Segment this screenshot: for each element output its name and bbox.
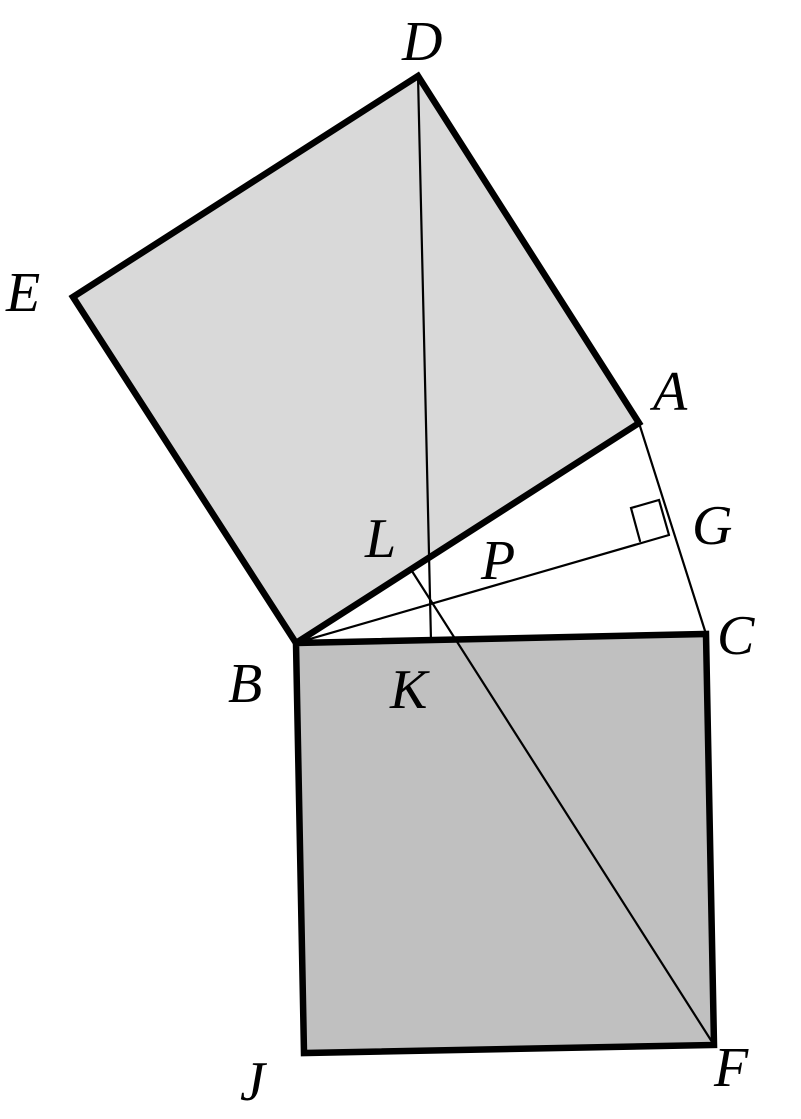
label-A: A bbox=[649, 361, 688, 423]
segment-LF bbox=[408, 566, 716, 1047]
label-P: P bbox=[480, 530, 515, 592]
segment-BG bbox=[294, 533, 671, 645]
segment-DK bbox=[416, 74, 433, 643]
square-ABDE bbox=[73, 76, 639, 643]
label-C: C bbox=[717, 605, 755, 667]
label-F: F bbox=[713, 1037, 749, 1099]
label-J: J bbox=[240, 1051, 268, 1113]
label-L: L bbox=[364, 508, 396, 570]
segment-AC bbox=[637, 421, 708, 636]
square-BCFJ-outline bbox=[292, 630, 718, 1057]
right-angle-marker bbox=[629, 498, 671, 543]
square-ABDE-outline bbox=[68, 71, 644, 648]
square-BCFJ bbox=[296, 634, 714, 1053]
label-B: B bbox=[228, 653, 262, 715]
label-E: E bbox=[5, 262, 40, 324]
label-D: D bbox=[401, 11, 442, 73]
label-K: K bbox=[389, 659, 430, 721]
label-G: G bbox=[692, 495, 732, 557]
